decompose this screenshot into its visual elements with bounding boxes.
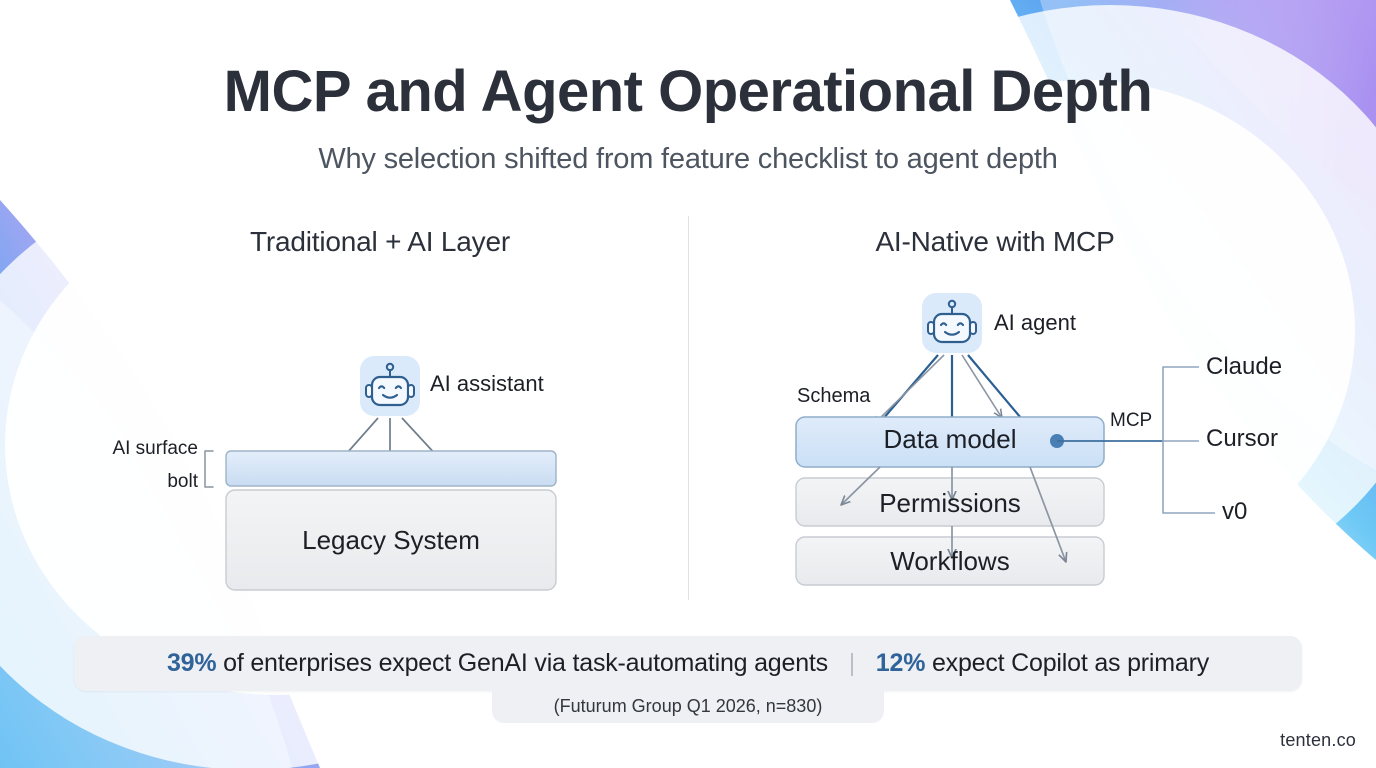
stat-right-percent: 12% bbox=[875, 649, 926, 677]
ai-surface-label: AI surface bbox=[112, 438, 198, 459]
mcp-label: MCP bbox=[1110, 410, 1153, 431]
schema-label: Schema bbox=[797, 385, 871, 407]
layer-label-workflows: Workflows bbox=[890, 546, 1010, 576]
source-citation: (Futurum Group Q1 2026, n=830) bbox=[553, 695, 823, 716]
robot-icon bbox=[360, 356, 420, 416]
mcp-client-claude: Claude bbox=[1206, 353, 1283, 380]
ai-surface-bar bbox=[225, 450, 557, 487]
layer-label-data-model: Data model bbox=[883, 424, 1017, 454]
mcp-client-cursor: Cursor bbox=[1206, 425, 1279, 452]
legacy-system-label: Legacy System bbox=[302, 525, 480, 555]
stat-right-text: expect Copilot as primary bbox=[931, 649, 1210, 677]
panel-divider bbox=[688, 216, 689, 600]
agent-arrow-shallow-left bbox=[873, 354, 945, 425]
bolt-label: bolt bbox=[167, 471, 198, 492]
stat-separator: | bbox=[848, 649, 856, 677]
layer-label-permissions: Permissions bbox=[879, 488, 1021, 518]
ai-surface-bracket bbox=[204, 450, 214, 488]
left-agent-label: AI assistant bbox=[430, 371, 544, 396]
mcp-client-v0: v0 bbox=[1222, 498, 1248, 525]
right-agent-label: AI agent bbox=[994, 310, 1076, 335]
robot-icon bbox=[922, 293, 982, 353]
agent-arrow-shallow-right bbox=[961, 354, 1002, 418]
brand-watermark: tenten.co bbox=[1280, 730, 1356, 750]
